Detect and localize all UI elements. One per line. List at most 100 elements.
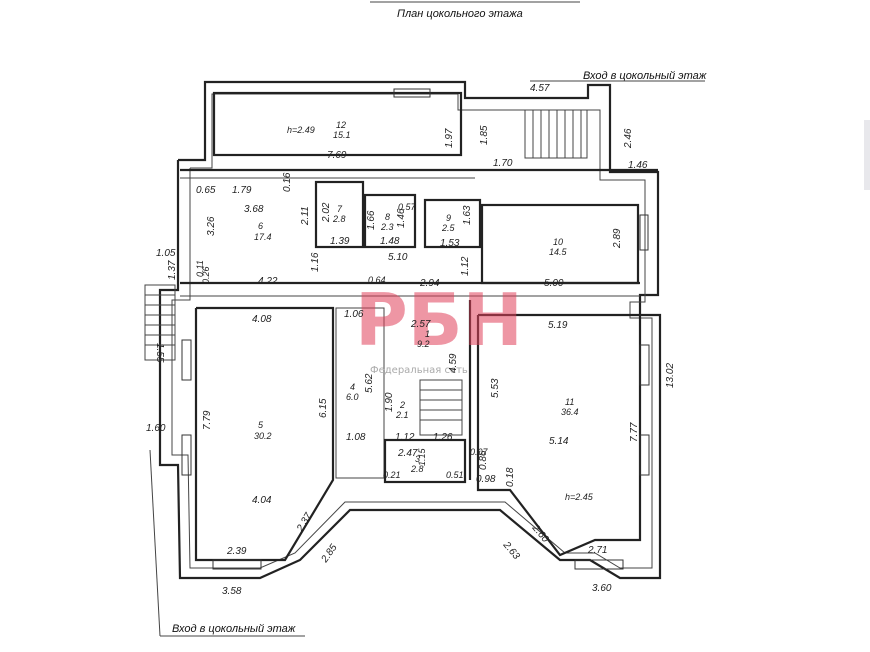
room-12-wall bbox=[212, 91, 463, 157]
dim-label: 1.06 bbox=[344, 309, 364, 320]
stairs-left-steps bbox=[145, 294, 175, 346]
dim-label: 1.37 bbox=[167, 260, 178, 280]
dim-label: 2.85 bbox=[319, 542, 340, 565]
dim-label: 4.57 bbox=[530, 83, 550, 94]
window-5b bbox=[181, 434, 192, 476]
stairs-top-steps bbox=[532, 110, 582, 158]
stairs-2-steps bbox=[420, 389, 462, 421]
room-12-number: 12 bbox=[336, 120, 346, 130]
dim-label: 1.48 bbox=[380, 236, 400, 247]
dim-label: 2.11 bbox=[300, 206, 311, 226]
dim-label: 1.90 bbox=[384, 392, 395, 412]
dim-label: 1.12 bbox=[395, 432, 415, 443]
window-5a bbox=[181, 339, 192, 381]
room-10-area: 14.5 bbox=[549, 247, 568, 257]
entrance-bottom-label: Вход в цокольный этаж bbox=[172, 623, 296, 635]
room-4-number: 4 bbox=[350, 382, 355, 392]
room-3-wall bbox=[383, 438, 467, 484]
room-11-area: 36.4 bbox=[561, 407, 579, 417]
outer-wall-top bbox=[158, 80, 662, 580]
dim-label: 2.71 bbox=[587, 545, 607, 556]
dim-label: 1.97 bbox=[444, 128, 455, 148]
dim-label: 0.57 bbox=[398, 202, 417, 212]
window-5c bbox=[212, 559, 262, 570]
room-7-area: 2.8 bbox=[332, 214, 346, 224]
dim-label: 2.39 bbox=[226, 546, 247, 557]
dim-label: 7.69 bbox=[327, 150, 347, 161]
dim-label: 0.98 bbox=[476, 474, 496, 485]
room-6-number: 6 bbox=[258, 221, 263, 231]
dim-label: 1.85 bbox=[479, 125, 490, 145]
dim-label: 1.63 bbox=[462, 205, 473, 225]
dim-label: 3.60 bbox=[592, 583, 612, 594]
dim-label: 3.26 bbox=[206, 216, 217, 236]
dim-label: 1.26 bbox=[433, 432, 453, 443]
dim-label: 4.22 bbox=[258, 276, 278, 287]
dim-label: 1.08 bbox=[346, 432, 366, 443]
dim-label: 2.46 bbox=[623, 128, 634, 149]
dim-label: 0.64 bbox=[368, 275, 386, 285]
dim-label: 0.11 bbox=[195, 260, 205, 277]
window-10 bbox=[639, 214, 649, 251]
dim-label: 1.70 bbox=[493, 158, 513, 169]
dim-label: 4.59 bbox=[448, 353, 459, 373]
dim-label: 3.58 bbox=[222, 586, 242, 597]
stairs-left bbox=[144, 284, 176, 361]
dim-label: 0.21 bbox=[383, 470, 401, 480]
outer-wall-inner bbox=[171, 93, 653, 569]
dim-label: 0.51 bbox=[446, 470, 464, 480]
room-4-wall bbox=[335, 307, 385, 479]
dim-label: 5.00 bbox=[544, 278, 564, 289]
room-9-number: 9 bbox=[446, 213, 451, 223]
room-8-number: 8 bbox=[385, 212, 390, 222]
dim-label: 4.08 bbox=[252, 314, 272, 325]
window-11c bbox=[574, 559, 624, 570]
scrollbar-thumb[interactable] bbox=[864, 120, 870, 190]
dim-label: 5.62 bbox=[364, 373, 375, 393]
dim-label: 0.65 bbox=[196, 185, 216, 196]
window-12 bbox=[393, 88, 431, 98]
room-2-area: 2.1 bbox=[395, 410, 409, 420]
room-3-area: 2.8 bbox=[410, 464, 424, 474]
room-4-area: 6.0 bbox=[346, 392, 359, 402]
dim-label: 0.16 bbox=[282, 172, 293, 192]
dim-label: 1.16 bbox=[310, 252, 321, 272]
dim-label: 1.79 bbox=[232, 185, 252, 196]
dim-label: 1.53 bbox=[440, 238, 460, 249]
room-10-wall bbox=[480, 203, 640, 285]
dim-label: 2.89 bbox=[612, 228, 623, 249]
dim-label: 1.15 bbox=[417, 447, 427, 466]
room-1-area: 9.2 bbox=[417, 339, 430, 349]
room-5-wall bbox=[194, 306, 335, 562]
room-8-wall bbox=[363, 193, 417, 249]
room-3-number: 3 bbox=[415, 454, 420, 464]
entrance-bottom-path bbox=[149, 449, 161, 637]
dim-label: 2.94 bbox=[419, 278, 440, 289]
dim-label: 1.46 bbox=[396, 208, 407, 228]
dim-label: 1.12 bbox=[460, 256, 471, 276]
room-5-area: 30.2 bbox=[254, 431, 272, 441]
dim-label: 1.39 bbox=[330, 236, 350, 247]
dim-label: 0.18 bbox=[505, 467, 516, 487]
dim-label: 5.53 bbox=[490, 378, 501, 398]
window-11a bbox=[639, 344, 650, 386]
dim-label: 0.26 bbox=[201, 266, 211, 284]
room-7-wall bbox=[314, 180, 365, 249]
room-5-number: 5 bbox=[258, 420, 264, 430]
dim-label: 5.10 bbox=[388, 252, 408, 263]
stairs-2 bbox=[419, 379, 463, 436]
room-10-number: 10 bbox=[553, 237, 563, 247]
dim-label: 1.60 bbox=[146, 423, 166, 434]
dim-label: 7.77 bbox=[629, 422, 640, 442]
stairs-top bbox=[524, 109, 588, 159]
room-11-height: h=2.45 bbox=[565, 492, 594, 502]
room-12-height: h=2.49 bbox=[287, 125, 315, 135]
window-11b bbox=[639, 434, 650, 476]
dim-label: 6.15 bbox=[318, 398, 329, 418]
entrance-top-label: Вход в цокольный этаж bbox=[583, 70, 707, 82]
room-12-area: 15.1 bbox=[333, 130, 351, 140]
room-8-area: 2.3 bbox=[380, 222, 394, 232]
dim-label: 2.57 bbox=[410, 319, 431, 330]
